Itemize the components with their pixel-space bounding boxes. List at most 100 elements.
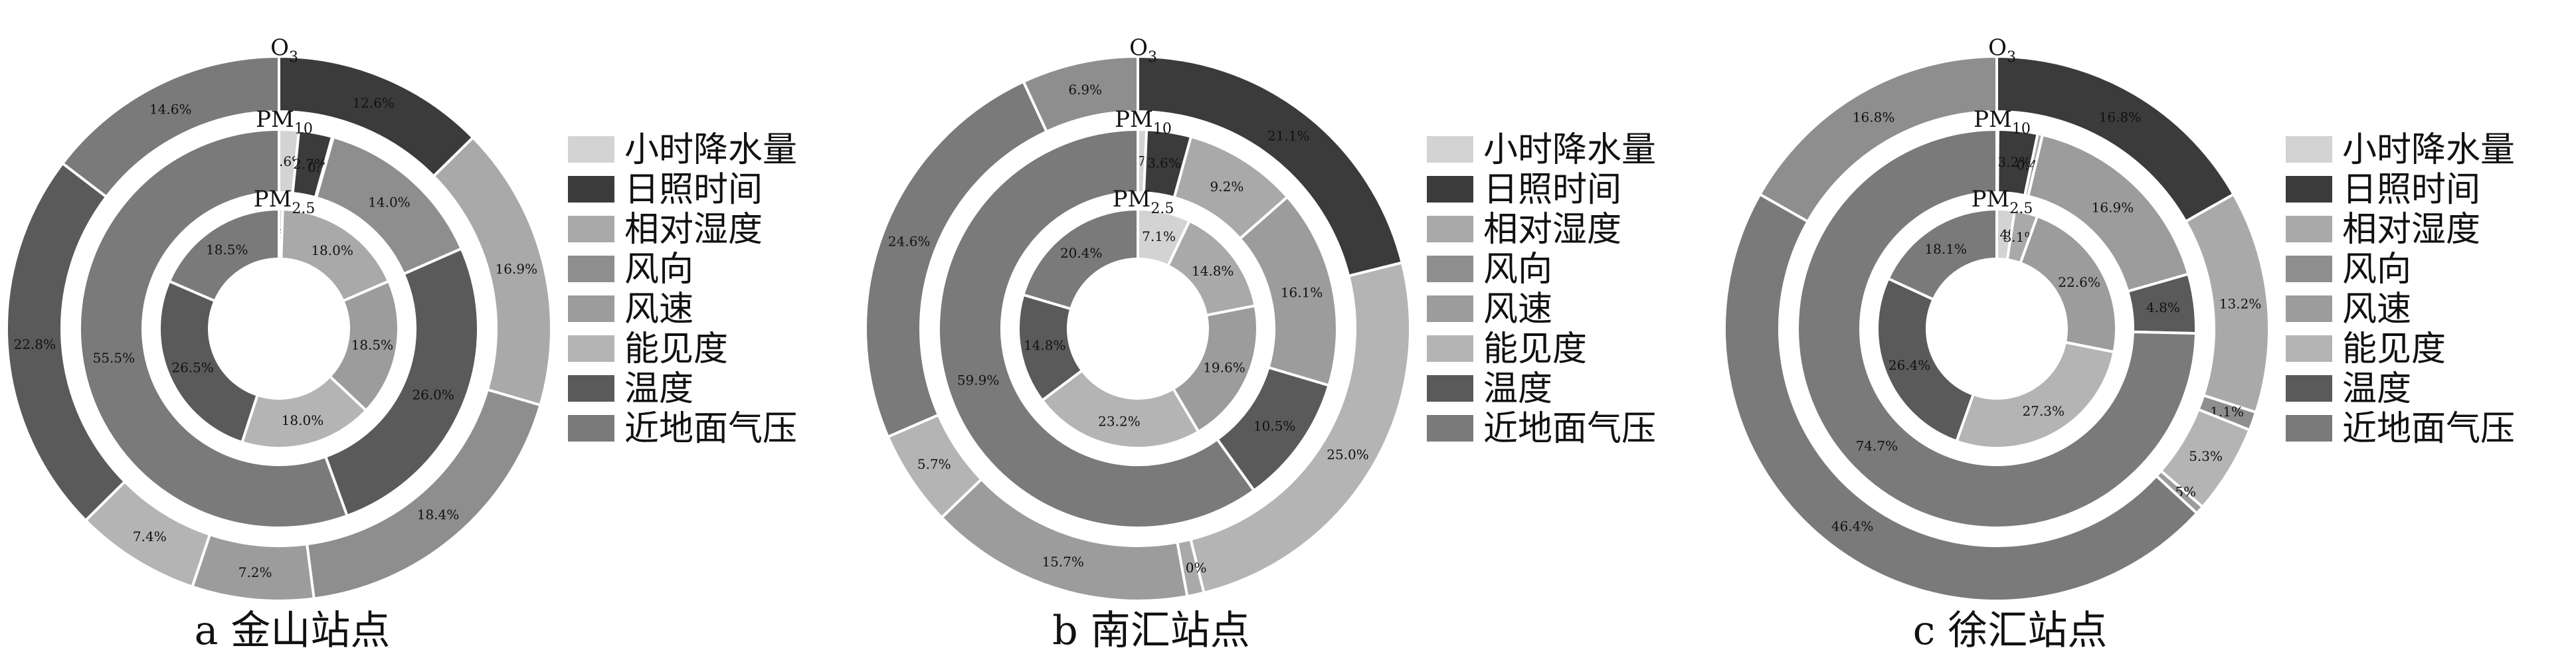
segment-pm25-4 xyxy=(1876,276,1976,444)
data-label-o3-3: 5.3% xyxy=(2189,448,2223,464)
ring-title-pm25: PM2.5 xyxy=(254,186,316,217)
legend-label-5: 能见度 xyxy=(2342,329,2446,369)
ring-title-o3: O3 xyxy=(270,35,298,66)
legend-label-3: 风向 xyxy=(1483,250,1552,289)
data-label-o3-0: 12.6% xyxy=(352,95,395,111)
data-label-pm10-5: 59.9% xyxy=(957,372,1000,388)
data-label-o3-0: 16.8% xyxy=(2099,110,2142,125)
data-label-pm25-4: 26.5% xyxy=(171,360,214,376)
data-label-o3-0: 21.1% xyxy=(1267,128,1310,144)
legend-swatch-6 xyxy=(568,375,614,402)
segment-pm25-5 xyxy=(167,207,280,303)
legend-label-6: 温度 xyxy=(2342,369,2411,409)
legend-swatch-4 xyxy=(2286,295,2332,322)
legend-swatch-5 xyxy=(2286,335,2332,362)
data-label-pm10-3: 16.1% xyxy=(1281,285,1323,301)
data-label-pm10-3: 16.9% xyxy=(2092,199,2134,215)
data-label-pm25-4: 26.4% xyxy=(1888,357,1931,373)
segment-o3-5 xyxy=(1723,192,2199,602)
legend-label-7: 近地面气压 xyxy=(2342,409,2515,449)
data-label-o3-6: 14.6% xyxy=(149,102,192,118)
legend-label-4: 风速 xyxy=(1483,289,1552,329)
ring-title-pm25: PM2.5 xyxy=(1113,186,1174,217)
data-label-pm25-2: 22.6% xyxy=(2058,274,2100,290)
data-label-pm25-4: 14.8% xyxy=(1024,337,1066,353)
ring-title-pm25: PM2.5 xyxy=(1972,186,2033,217)
legend-label-4: 风速 xyxy=(2342,289,2411,329)
legend-label-5: 能见度 xyxy=(624,329,728,369)
legend-swatch-4 xyxy=(568,295,614,322)
segment-pm25-3 xyxy=(240,374,369,450)
data-label-pm25-3: 23.2% xyxy=(1098,414,1141,430)
legend-swatch-3 xyxy=(2286,256,2332,282)
segment-o3-6 xyxy=(1758,54,1998,224)
data-label-pm10-5: 55.5% xyxy=(93,350,136,366)
data-label-pm10-1: 3.6% xyxy=(1147,155,1181,171)
data-label-pm25-1: 18.0% xyxy=(311,242,353,258)
legend-swatch-2 xyxy=(568,216,614,242)
legend-label-7: 近地面气压 xyxy=(1483,409,1656,449)
data-label-o3-5: 24.6% xyxy=(888,234,931,250)
legend-label-2: 相对湿度 xyxy=(624,210,763,250)
legend-label-1: 日照时间 xyxy=(2342,170,2480,210)
data-label-pm25-2: 18.5% xyxy=(351,337,394,353)
data-label-o3-2: 18.4% xyxy=(417,507,460,523)
donut-chart-jinshan: 12.6%16.9%18.4%7.2%7.4%22.8%14.6%O31.6%2… xyxy=(5,35,797,654)
data-label-pm25-5: 18.1% xyxy=(1924,241,1967,257)
data-label-o3-3: 15.7% xyxy=(1042,554,1084,570)
legend-swatch-1 xyxy=(2286,176,2332,203)
data-label-o3-1: 16.9% xyxy=(496,261,538,277)
segment-pm10-5 xyxy=(1796,127,2197,529)
data-label-pm10-1: 3.2% xyxy=(1997,154,2031,170)
donut-chart-nanhui: 21.1%25.0%1.0%15.7%5.7%24.6%6.9%O30.7%3.… xyxy=(864,35,1656,654)
data-label-pm25-3: 18.0% xyxy=(282,412,324,428)
legend-label-1: 日照时间 xyxy=(624,170,763,210)
ring-title-o3: O3 xyxy=(1129,35,1157,66)
data-label-pm10-4: 26.0% xyxy=(412,386,454,402)
data-label-pm25-3: 27.3% xyxy=(2023,403,2065,419)
legend-label-2: 相对湿度 xyxy=(1483,210,1621,250)
data-label-o3-1: 25.0% xyxy=(1327,447,1369,463)
legend-label-3: 风向 xyxy=(624,250,693,289)
legend-label-6: 温度 xyxy=(1483,369,1552,409)
legend-label-3: 风向 xyxy=(2342,250,2411,289)
legend-label-1: 日照时间 xyxy=(1483,170,1621,210)
legend-label-4: 风速 xyxy=(624,289,693,329)
legend-label-6: 温度 xyxy=(624,369,693,409)
data-label-pm25-1: 14.8% xyxy=(1192,263,1234,279)
data-label-o3-5: 22.8% xyxy=(13,337,56,353)
legend-label-0: 小时降水量 xyxy=(1483,130,1656,170)
data-label-pm10-4: 4.8% xyxy=(2146,299,2180,315)
chart-caption: b 南汇站点 xyxy=(1052,608,1249,654)
data-label-pm25-5: 18.5% xyxy=(206,242,248,258)
segment-pm10-4 xyxy=(323,246,480,518)
segment-pm25-4 xyxy=(158,279,260,444)
data-label-pm10-2: 9.2% xyxy=(1210,179,1244,195)
legend-swatch-6 xyxy=(2286,375,2332,402)
segment-o3-6 xyxy=(60,54,280,199)
data-label-pm25-0: 7.1% xyxy=(1142,228,1176,244)
segment-pm25-1 xyxy=(280,208,391,303)
legend-swatch-6 xyxy=(1427,375,1473,402)
chart-caption: a 金山站点 xyxy=(195,608,391,654)
ring-title-pm10: PM10 xyxy=(256,106,313,137)
legend-swatch-2 xyxy=(2286,216,2332,242)
legend-swatch-0 xyxy=(568,136,614,163)
legend-swatch-5 xyxy=(1427,335,1473,362)
legend-swatch-4 xyxy=(1427,295,1473,322)
data-label-o3-6: 16.8% xyxy=(1853,110,1895,125)
donut-chart-xuhui: 16.8%13.2%1.1%5.3%0.5%46.4%16.8%O30.1%3.… xyxy=(1723,35,2515,654)
legend-swatch-1 xyxy=(1427,176,1473,203)
segment-pm25-5 xyxy=(1886,207,1998,301)
legend-swatch-3 xyxy=(1427,256,1473,282)
segment-o3-6 xyxy=(1022,54,1139,133)
data-label-o3-3: 7.2% xyxy=(238,564,272,580)
data-label-o3-4: 7.4% xyxy=(133,529,167,544)
chart-panel-xuhui: 16.8%13.2%1.1%5.3%0.5%46.4%16.8%O30.1%3.… xyxy=(1718,0,2575,658)
data-label-pm10-4: 10.5% xyxy=(1253,418,1296,434)
data-label-o3-5: 46.4% xyxy=(1831,519,1874,535)
ring-title-pm10: PM10 xyxy=(1974,106,2031,137)
